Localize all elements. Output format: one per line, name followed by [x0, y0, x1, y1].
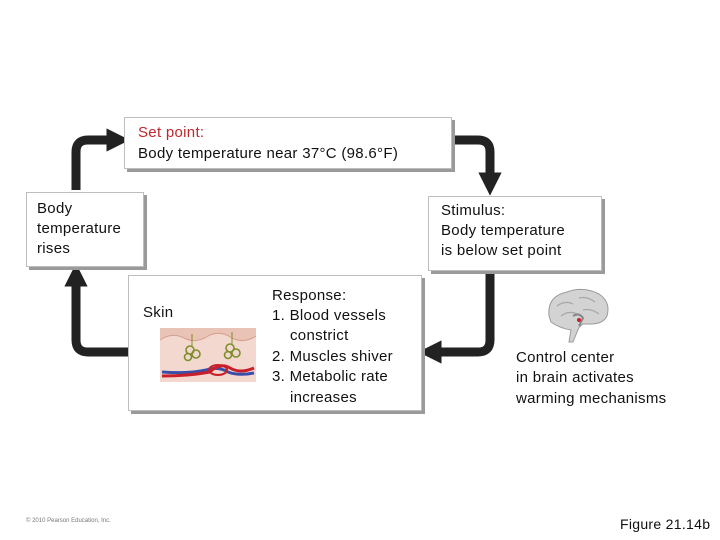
arrow-setpoint-to-stimulus [452, 135, 502, 196]
response-line-3: constrict [290, 327, 349, 344]
brain-illustration [548, 288, 609, 343]
arrow-response-to-body-temp [64, 263, 130, 357]
sweat-gland-left [183, 345, 201, 362]
stimulus-line-3: is below set point [441, 242, 562, 259]
stimulus-line-2: Body temperature [441, 222, 566, 239]
skin-illustration [159, 328, 257, 382]
skin-label: Skin [143, 304, 174, 321]
stimulus-line-1: Stimulus: [441, 202, 506, 219]
control-center-line-2: in brain activates [516, 369, 634, 386]
sweat-gland-right [223, 343, 241, 360]
set-point-text: Body temperature near 37°C (98.6°F) [138, 145, 399, 162]
control-center-line-3: warming mechanisms [516, 390, 667, 407]
arrow-body-temp-to-setpoint [71, 128, 130, 190]
blood-vessel-blue [161, 366, 255, 376]
response-line-4: 2. Muscles shiver [272, 348, 393, 365]
body-temp-line-1: Body [37, 200, 73, 217]
response-line-2: 1. Blood vessels [272, 307, 387, 324]
set-point-box [124, 117, 452, 169]
arrow-stimulus-to-response [418, 270, 495, 364]
body-temp-line-2: temperature [37, 220, 122, 237]
set-point-heading: Set point: [138, 124, 205, 141]
body-temp-line-3: rises [37, 240, 71, 257]
control-center-line-1: Control center [516, 349, 615, 366]
body-temp-rises-box [26, 192, 144, 267]
stimulus-box [428, 196, 602, 271]
copyright-notice: © 2010 Pearson Education, Inc. [26, 518, 111, 524]
response-line-1: Response: [272, 287, 347, 304]
response-line-6: increases [290, 389, 357, 406]
response-line-5: 3. Metabolic rate [272, 368, 388, 385]
figure-label: Figure 21.14b [620, 516, 711, 532]
